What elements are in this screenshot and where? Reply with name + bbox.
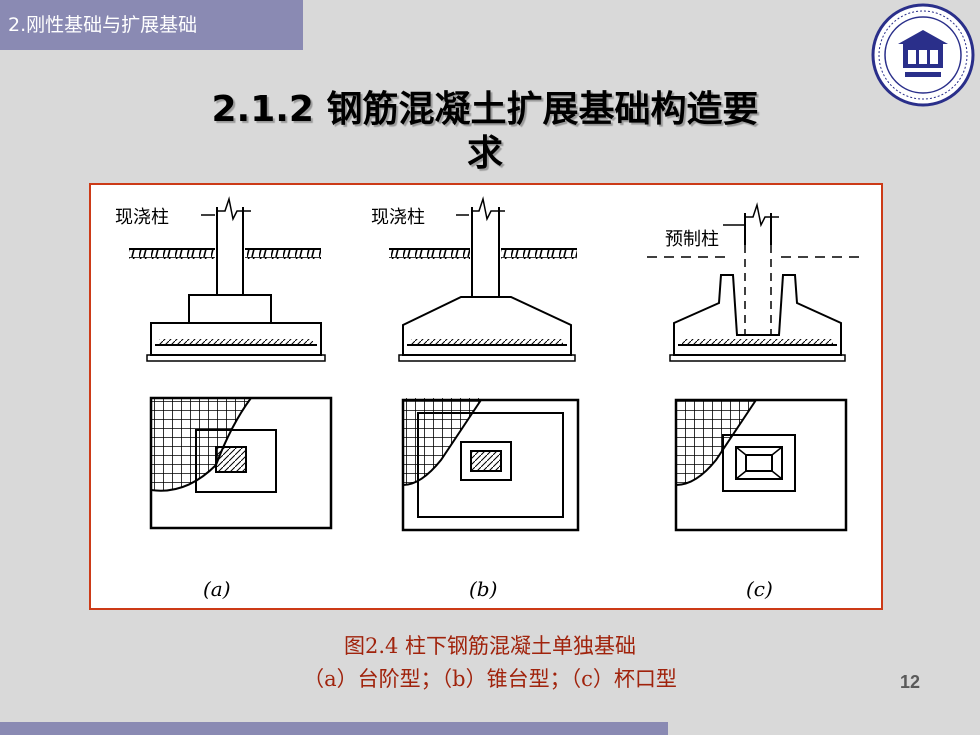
figure-caption-line-2: （a）台阶型；（b）锥台型；（c）杯口型 [303, 667, 677, 691]
sub-label-a: (a) [203, 577, 231, 601]
title-line-2: 求 [466, 133, 503, 174]
column-label-c: 预制柱 [665, 229, 719, 250]
section-label: 2.刚性基础与扩展基础 [8, 14, 198, 36]
column-label-b: 现浇柱 [371, 207, 425, 228]
slide-title: 2.1.2 钢筋混凝土扩展基础构造要 求 [120, 88, 850, 176]
figure-caption-line-1: 图2.4 柱下钢筋混凝土单独基础 [343, 634, 637, 658]
page-number: 12 [899, 672, 921, 692]
panel-b: 现浇柱 (b) [371, 196, 580, 601]
sub-label-c: (c) [746, 577, 773, 601]
column-label-a: 现浇柱 [115, 207, 169, 228]
foundation-figure: 现浇柱 (a) 现浇柱 [115, 196, 861, 601]
sub-label-b: (b) [469, 577, 497, 601]
university-seal-icon [871, 3, 975, 107]
panel-a: 现浇柱 (a) [115, 196, 333, 601]
section-tab: 2.刚性基础与扩展基础 [0, 0, 303, 50]
panel-c: 预制柱 (c) [647, 202, 861, 601]
bottom-accent-bar [0, 722, 668, 735]
title-line-1: 2.1.2 钢筋混凝土扩展基础构造要 [211, 89, 759, 130]
figure-frame: 现浇柱 (a) 现浇柱 [89, 183, 883, 610]
